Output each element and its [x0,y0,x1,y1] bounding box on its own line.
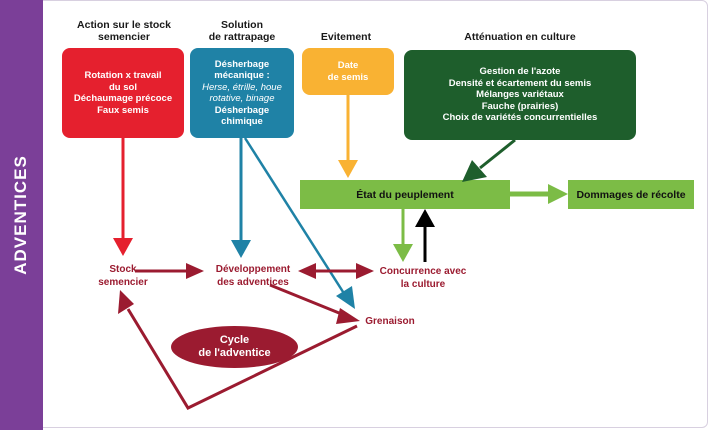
attenuation-line: Mélanges variétaux [476,89,564,101]
red-arrow [113,138,133,256]
rattrapage-box: Désherbage mécanique : Herse, étrille, h… [190,48,294,138]
header-stock-line1: Action sur le stock [77,19,171,31]
rattrapage-line: Désherbage [214,104,270,116]
cycle-line: Cycle [219,334,250,346]
attenuation-line: Gestion de l'azote [479,66,561,78]
blue-arrow-grenaison [243,137,355,309]
cycle-line: de l'adventice [198,347,271,359]
dommages-recolte-bar: Dommages de récolte [568,180,694,209]
cycle-adventice-ellipse: Cycle de l'adventice [171,326,298,368]
header-rattrapage-line1: Solution [221,19,263,31]
rattrapage-italic-line: rotative, binage [209,93,275,104]
evitement-line: Date [337,60,359,71]
etat-peuplement-bar: État du peuplement [300,180,510,209]
concurrence-label: Concurrence avec la culture [370,265,476,291]
header-rattrapage-line2: de rattrapage [208,31,276,43]
developpement-label-line: des adventices [217,277,289,288]
header-rattrapage: Solution de rattrapage [190,19,294,43]
stock-action-line: Faux semis [97,104,149,116]
attenuation-line: Choix de variétés concurrentielles [442,112,598,124]
developpement-label: Développement des adventices [200,263,306,289]
attenuation-line: Fauche (prairies) [481,100,559,112]
header-stock: Action sur le stock semencier [62,19,186,43]
header-evitement: Evitement [320,31,372,43]
concurrence-label-line: la culture [400,279,446,290]
rattrapage-line: chimique [221,116,263,127]
developpement-label-line: Développement [215,264,291,275]
maroon-arrow-dev-grenaison [269,283,360,324]
stock-action-line: Déchaumage précoce [73,93,173,104]
rattrapage-line: Désherbage [214,58,270,70]
stock-label-line: semencier [98,277,148,288]
blue-arrow-developpement [231,138,251,258]
stock-action-line: du sol [109,81,137,93]
concurrence-label-line: Concurrence avec [379,266,467,277]
stock-action-line: Rotation x travail [84,70,162,81]
black-arrow [415,209,435,262]
attenuation-box: Gestion de l'azote Densité et écartement… [404,50,636,140]
evitement-box: Date de semis [302,48,394,95]
darkgreen-arrow [462,138,516,182]
grenaison-label: Grenaison [365,316,415,327]
rattrapage-italic-line: Herse, étrille, houe [202,81,282,93]
lightgreen-arrow-concurrence [393,209,413,262]
attenuation-line: Densité et écartement du semis [448,77,592,89]
yellow-arrow [338,95,358,178]
lightgreen-arrow-dommages [510,184,568,204]
stock-label-line: Stock [109,264,137,275]
header-stock-line2: semencier [98,31,150,43]
maroon-arrow-cycle [118,290,358,410]
sidebar: ADVENTICES [0,0,43,430]
header-attenuation: Atténuation en culture [464,31,576,43]
stock-semencier-label: Stock semencier [80,263,166,289]
maroon-arrow-stock-dev [135,263,204,279]
maroon-arrow-dev-concurrence [298,263,374,279]
stock-action-box: Rotation x travail du sol Déchaumage pré… [62,48,184,138]
rattrapage-line: mécanique : [214,70,270,81]
evitement-line: de semis [327,71,369,83]
